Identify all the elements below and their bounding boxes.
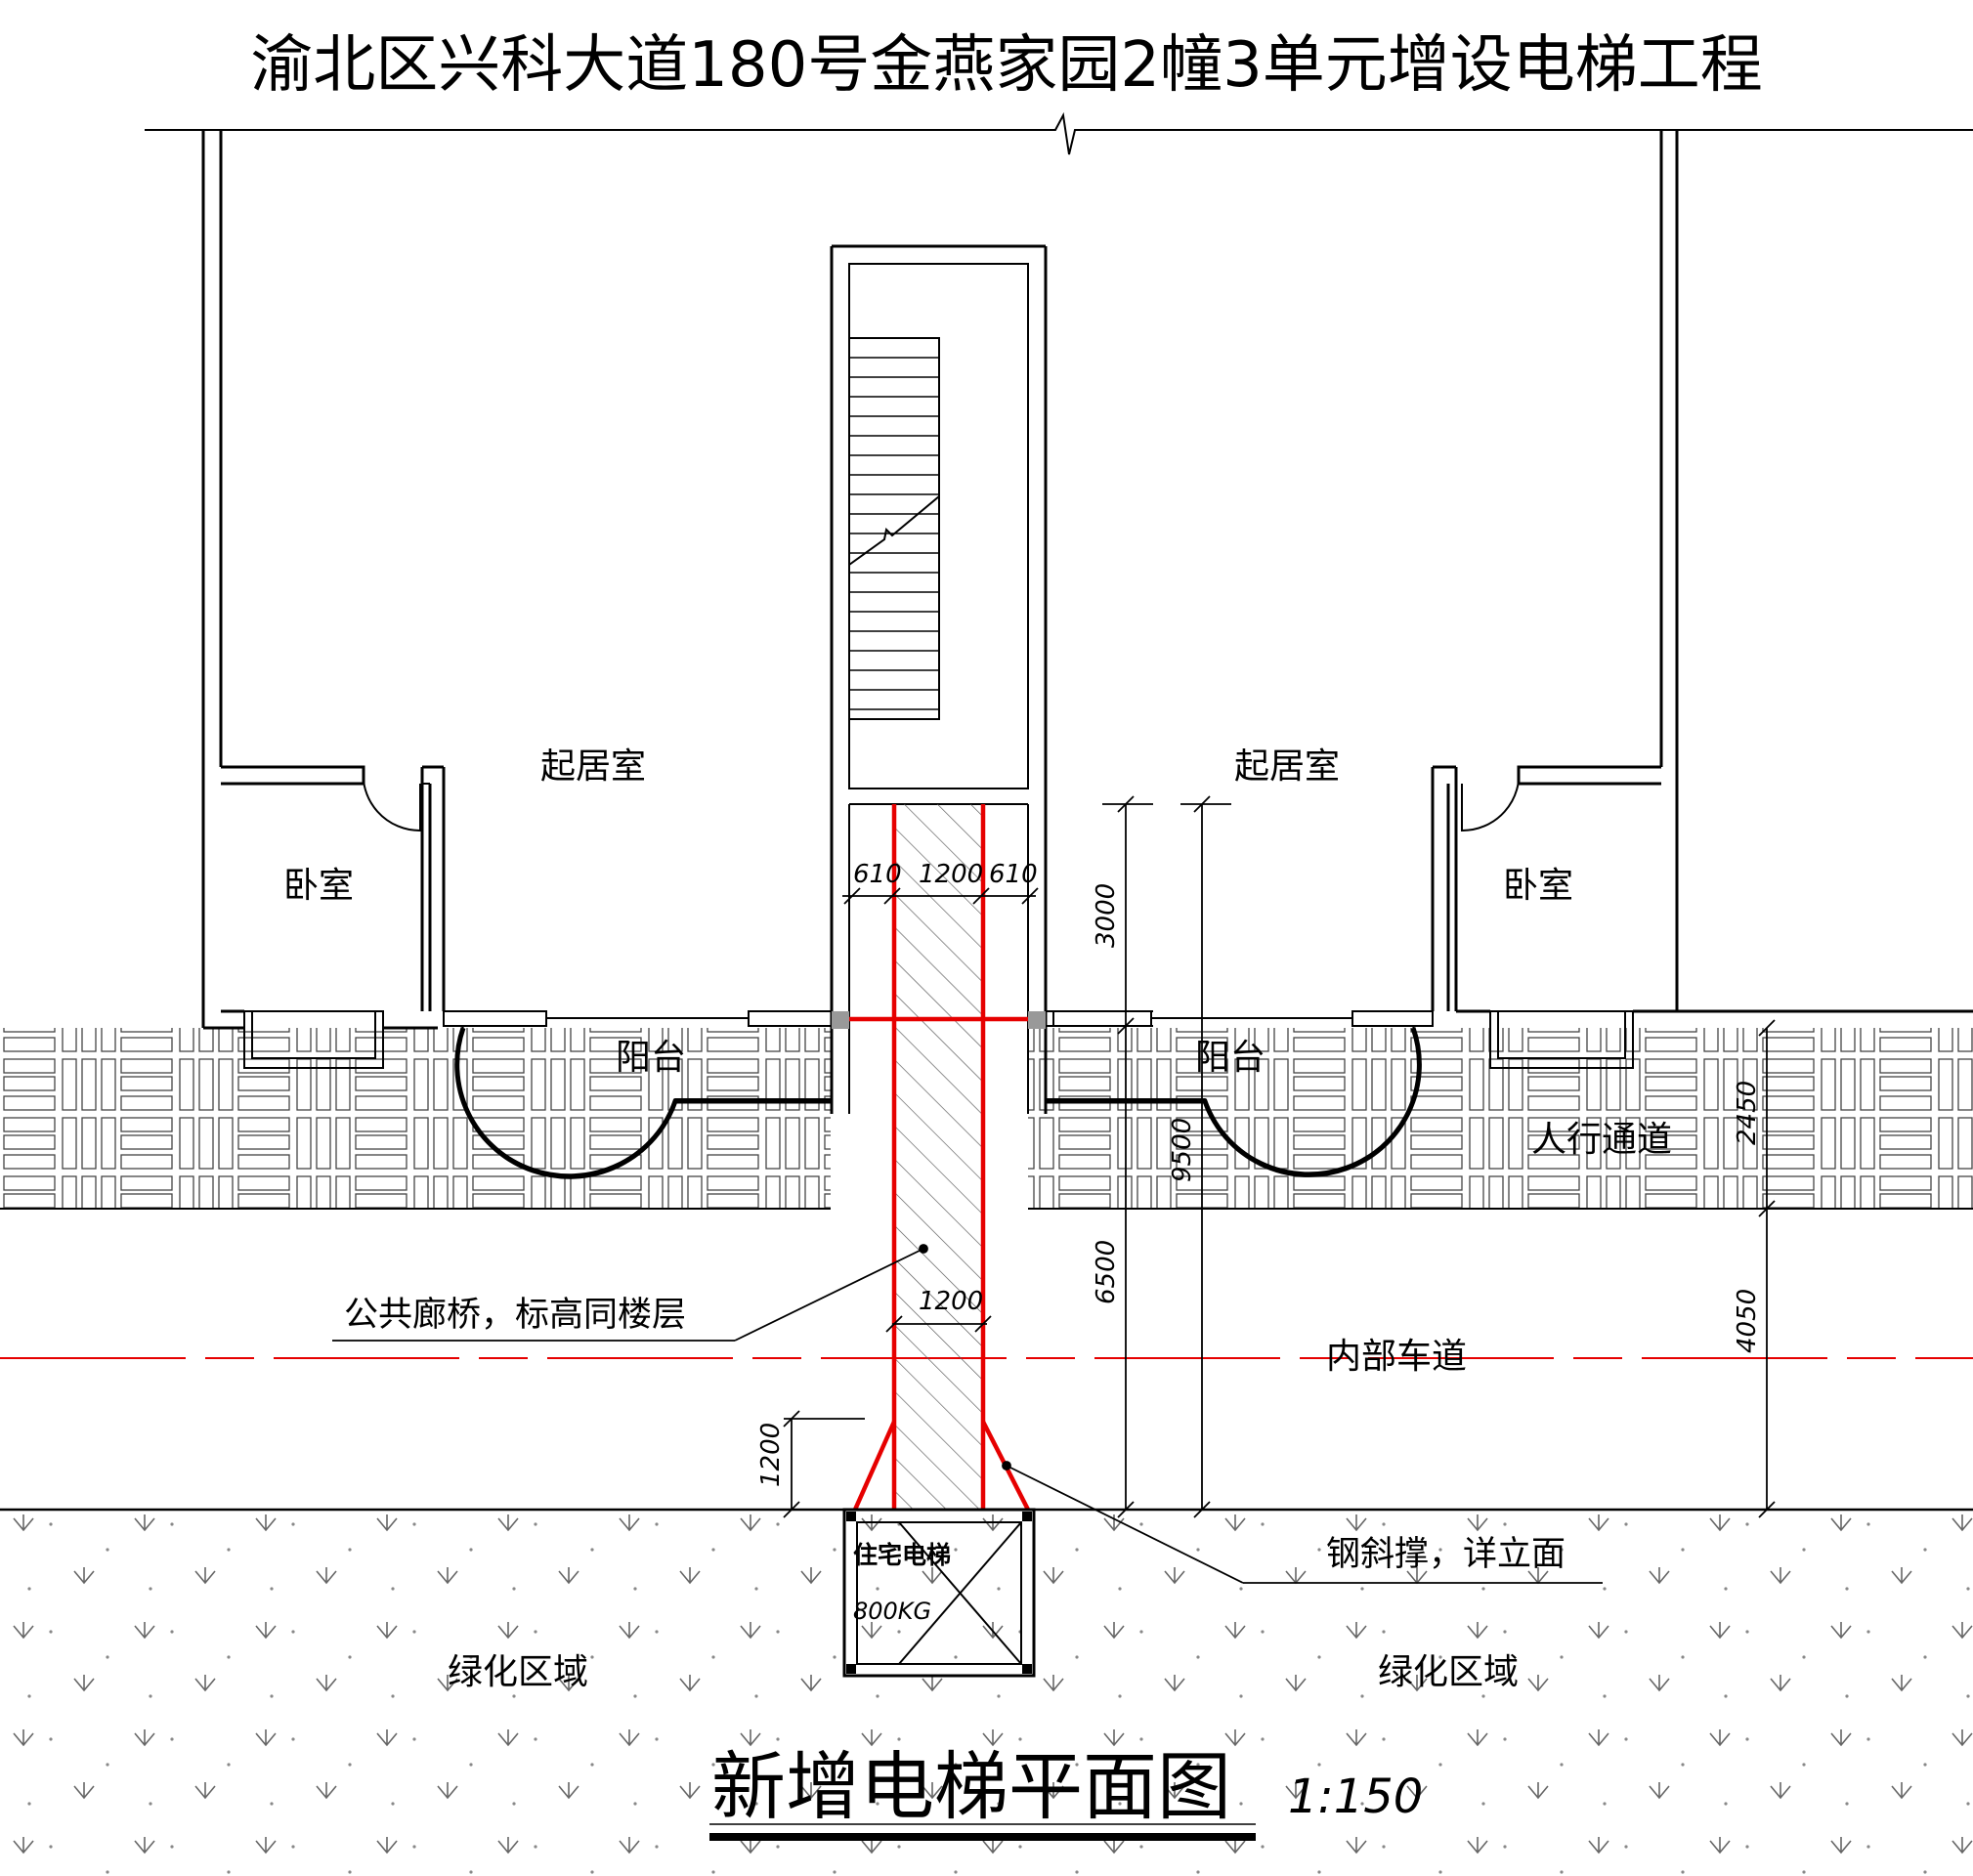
elevator-capacity: 800KG xyxy=(853,1598,931,1625)
left-bedroom-walls xyxy=(221,765,446,1069)
project-title: 渝北区兴科大道180号金燕家园2幢3单元增设电梯工程 xyxy=(250,29,1763,102)
corridor-bridge xyxy=(849,804,1031,1512)
dim-1200-bridge: 1200 xyxy=(919,1287,983,1316)
building-outline xyxy=(145,111,1973,1030)
stair-steps xyxy=(849,357,939,710)
dim-1200-top: 1200 xyxy=(919,860,983,889)
leader-lines xyxy=(332,1244,1603,1584)
right-balcony xyxy=(1046,1010,1434,1177)
dimension-lines xyxy=(783,795,1776,1518)
dim-1200-side: 1200 xyxy=(756,1423,786,1487)
elevator-name: 住宅电梯 xyxy=(853,1541,951,1569)
stair-flight xyxy=(848,337,940,720)
right-bedroom-walls xyxy=(1431,765,1677,1069)
walkway-left-paving xyxy=(0,1028,831,1209)
dim-610-right: 610 xyxy=(989,860,1038,889)
drawing-scale: 1:150 xyxy=(1288,1769,1423,1824)
bridge-annotation: 公共廊桥，标高同楼层 xyxy=(344,1296,686,1335)
balcony-left-label: 阳台 xyxy=(616,1038,686,1078)
dim-610-left: 610 xyxy=(853,860,902,889)
driveway xyxy=(0,1208,1973,1512)
dim-2450: 2450 xyxy=(1733,1081,1762,1145)
stairwell xyxy=(830,244,1153,1114)
living-room-right-label: 起居室 xyxy=(1234,746,1340,787)
living-room-left-label: 起居室 xyxy=(540,746,646,787)
dim-3000: 3000 xyxy=(1092,883,1121,948)
green-area xyxy=(0,1510,1973,1876)
green-left-label: 绿化区域 xyxy=(448,1652,588,1692)
dim-9500: 9500 xyxy=(1168,1118,1197,1182)
walkway-label: 人行通道 xyxy=(1531,1120,1672,1160)
green-right-label: 绿化区域 xyxy=(1378,1652,1519,1692)
brace-annotation: 钢斜撑，详立面 xyxy=(1326,1535,1566,1574)
driveway-label: 内部车道 xyxy=(1326,1337,1467,1377)
bedroom-right-label: 卧室 xyxy=(1503,866,1573,906)
bedroom-left-label: 卧室 xyxy=(283,866,354,906)
elevator-shaft xyxy=(842,1508,1036,1678)
balcony-right-label: 阳台 xyxy=(1195,1038,1265,1078)
drawing-title: 新增电梯平面图 xyxy=(711,1743,1231,1830)
dim-6500: 6500 xyxy=(1092,1240,1121,1304)
dim-4050: 4050 xyxy=(1733,1289,1762,1353)
